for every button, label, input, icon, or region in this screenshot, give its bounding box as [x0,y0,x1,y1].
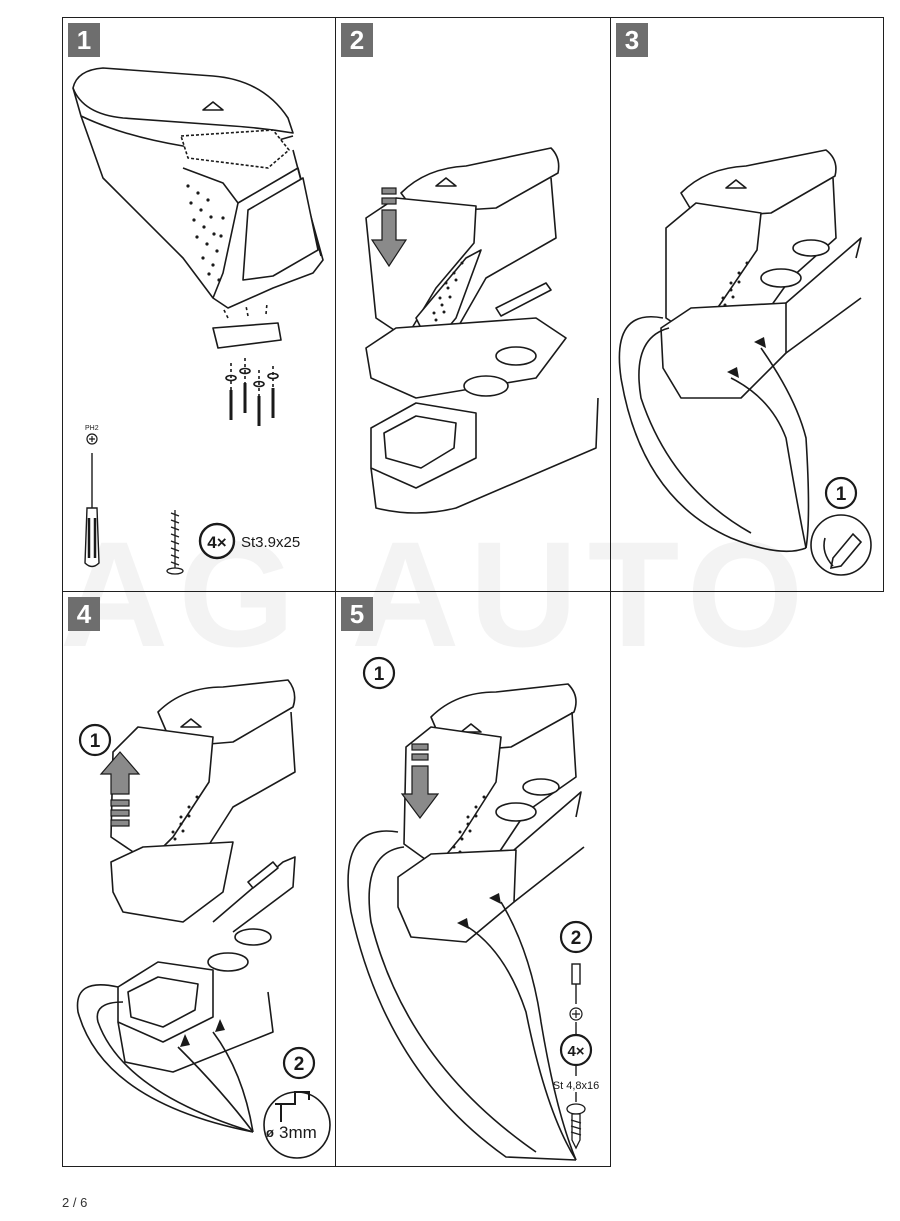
tool-size-label: PH2 [85,425,99,432]
screw-spec-label: St 4,8x16 [553,1080,599,1092]
page-number: 2 / 6 [62,1195,88,1210]
push-down-arrow-icon [370,187,408,268]
step-panel-2: 2 [335,17,611,592]
step-number-badge: 1 [68,23,100,57]
step-panel-3: 3 1 [610,17,884,592]
push-down-arrow-icon [400,743,440,819]
perforation-pattern [186,184,225,282]
armrest-installed-illustration: 1 [618,149,872,576]
callout-circle [559,920,593,954]
screwdriver-icon [571,963,581,1004]
callout-circle [78,723,112,757]
callout-circle [282,1046,316,1080]
pen-mark-icon [823,532,863,570]
drill-diameter-symbol: ø [266,1125,274,1140]
step-number-badge: 3 [616,23,648,57]
callout-number: 1 [374,664,385,685]
install-arrow-icon [457,918,469,929]
install-arrow-icon [215,1019,225,1032]
armrest-mounting-illustration: PH2 4× St3.9x25 [72,67,324,575]
callout-number: 1 [90,731,101,752]
armrest-final-install-illustration: 1 2 4× St 4,8x16 [347,656,599,1161]
step-panel-5: 5 [335,591,611,1167]
callout-circle [824,476,858,510]
armrest-assembly-illustration [365,147,599,514]
lid-release-icon [202,101,224,111]
gear-shifter-icon [495,282,552,317]
callout-circle [362,656,396,690]
screw-icon [166,510,184,575]
pull-up-arrow-icon [99,751,141,827]
step-panel-1: 1 [62,17,336,592]
callout-number: 2 [571,928,582,949]
phillips-head-icon [86,433,98,445]
detail-circle [810,514,872,576]
step-number-badge: 4 [68,597,100,631]
screw-set-icon [225,358,279,426]
step-number-badge: 2 [341,23,373,57]
drill-size-label: 3mm [279,1123,317,1142]
phillips-head-icon [569,1007,583,1021]
install-arrow-icon [727,367,739,378]
quantity-circle [198,522,236,560]
install-arrow-icon [489,893,501,904]
step-panel-4: 4 [62,591,336,1167]
install-arrow-icon [180,1034,190,1047]
armrest-removal-illustration: 1 2 ø 3mm [76,679,331,1159]
screw-icon [566,1103,586,1150]
screw-quantity: 4× [207,533,226,552]
screwdriver-icon [84,453,100,568]
drill-icon [275,1091,310,1122]
install-arrow-icon [754,337,766,348]
callout-number: 2 [294,1054,305,1075]
screw-quantity: 4× [567,1043,584,1060]
step-number-badge: 5 [341,597,373,631]
screw-spec-label: St3.9x25 [241,534,300,551]
callout-number: 1 [836,484,847,505]
